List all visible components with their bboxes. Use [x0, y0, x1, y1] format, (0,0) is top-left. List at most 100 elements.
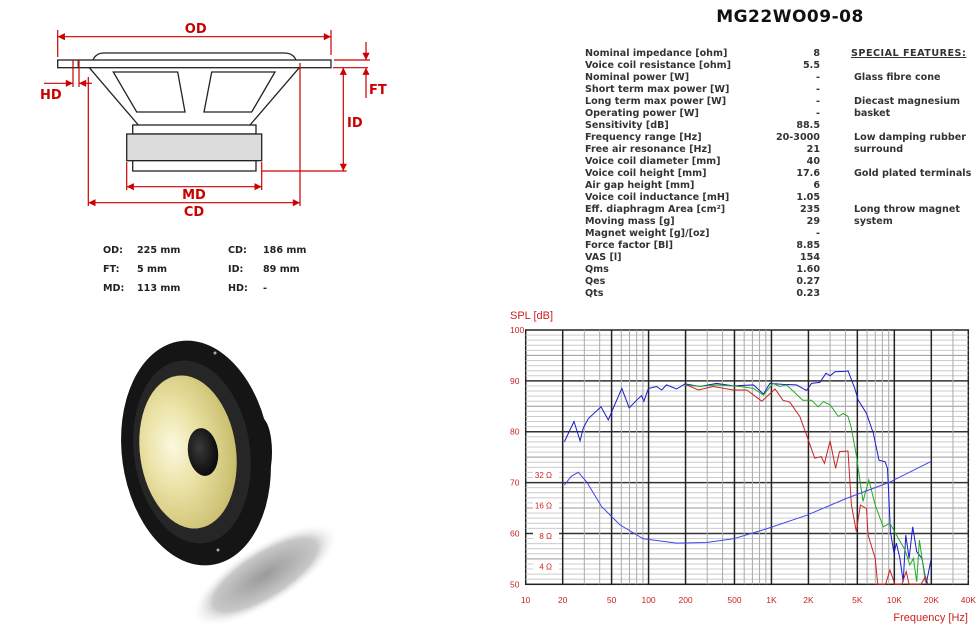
spec-value: 8.85 — [796, 240, 820, 251]
spec-label: Air gap height [mm] — [585, 180, 695, 191]
spec-label: Qes — [585, 276, 606, 287]
spec-value: 17.6 — [796, 168, 820, 179]
impedance-label-bg — [533, 561, 559, 572]
x-tick-label: 100 — [641, 595, 655, 605]
spec-label: Voice coil inductance [mH] — [585, 192, 730, 203]
x-tick-label: 5K — [852, 595, 863, 605]
spec-value: 0.23 — [796, 288, 820, 299]
series-line-spl-0- — [563, 370, 932, 584]
spec-row: Voice coil resistance [ohm] 5.5 — [585, 60, 820, 72]
feature-item: Glass fibre cone — [854, 72, 941, 83]
x-tick-label: 40K — [961, 595, 976, 605]
impedance-label-bg — [533, 469, 559, 480]
spec-value: - — [816, 108, 820, 119]
impedance-label-bg — [533, 500, 559, 511]
spec-row: Voice coil inductance [mH] 1.05 — [585, 192, 820, 204]
spec-label: Magnet weight [g]/[oz] — [585, 228, 710, 239]
dim-value: 113 mm — [137, 283, 181, 294]
x-tick-label: 500 — [727, 595, 741, 605]
spec-label: Voice coil resistance [ohm] — [585, 60, 732, 71]
spec-label: VAS [l] — [585, 252, 622, 263]
spec-label: Voice coil height [mm] — [585, 168, 707, 179]
dimension-drawing: OD CD MD ID FT HD — [40, 22, 387, 220]
spec-row: Sensitivity [dB] 88.5 — [585, 120, 820, 132]
dim-label: CD: — [228, 245, 247, 256]
impedance-tick-label: 16 Ω — [535, 501, 552, 510]
shadow — [191, 523, 339, 627]
dim-value: 5 mm — [137, 264, 168, 275]
y-tick-label: 70 — [510, 478, 520, 488]
x-tick-label: 200 — [678, 595, 692, 605]
spec-label: Free air resonance [Hz] — [585, 144, 712, 155]
spec-value: - — [816, 84, 820, 95]
dust-cap — [187, 428, 219, 476]
spec-label: Long term max power [W] — [585, 96, 727, 107]
x-tick-label: 20 — [558, 595, 568, 605]
spec-label: Eff. diaphragm Area [cm²] — [585, 204, 726, 215]
spec-row: Eff. diaphragm Area [cm²]235 — [585, 204, 820, 216]
spec-label: Sensitivity [dB] — [585, 120, 669, 131]
spec-value: 154 — [799, 252, 820, 263]
spec-value: 88.5 — [796, 120, 820, 131]
spec-row: Nominal impedance [ohm] 8 — [585, 48, 820, 60]
spec-row: Voice coil height [mm] 17.6 — [585, 168, 820, 180]
impedance-tick-label: 4 Ω — [539, 562, 552, 571]
spec-row: Magnet weight [g]/[oz]- — [585, 228, 820, 240]
spec-value: 1.60 — [796, 264, 820, 275]
spec-value: 8 — [813, 48, 820, 59]
od-label: OD — [185, 22, 207, 37]
feature-item: Long throw magnet system — [854, 204, 960, 227]
spec-label: Force factor [Bl] — [585, 240, 673, 251]
dim-label: MD: — [103, 283, 125, 294]
spec-label: Operating power [W] — [585, 108, 699, 119]
spec-value: 40 — [806, 156, 820, 167]
spec-row: Short term max power [W] - — [585, 84, 820, 96]
x-tick-label: 10K — [887, 595, 902, 605]
speaker-cross-section — [57, 52, 332, 172]
x-tick-label: 10 — [521, 595, 531, 605]
dim-label: OD: — [103, 245, 123, 256]
y-tick-label: 90 — [510, 376, 520, 386]
impedance-tick-label: 8 Ω — [539, 532, 552, 541]
model-title: MG22WO09-08 — [716, 7, 864, 27]
spec-row: Qts 0.23 — [585, 288, 820, 300]
spec-label: Nominal impedance [ohm] — [585, 48, 728, 59]
y-tick-label: 50 — [510, 579, 520, 589]
spec-value: 1.05 — [796, 192, 820, 203]
spec-value: 5.5 — [803, 60, 820, 71]
dimension-lines — [44, 30, 370, 207]
y-tick-label: 100 — [510, 325, 524, 335]
spec-row: VAS [l] 154 — [585, 252, 820, 264]
spec-label: Qts — [585, 288, 604, 299]
spec-value: 20-3000 — [775, 132, 820, 143]
dim-value: 186 mm — [263, 245, 307, 256]
series-line-impedance — [563, 460, 932, 544]
x-tick-label: 50 — [607, 595, 617, 605]
id-label: ID — [347, 116, 363, 131]
spec-value: 29 — [806, 216, 820, 227]
spec-row: Free air resonance [Hz] 21 — [585, 144, 820, 156]
feature-item: Diecast magnesium basket — [854, 96, 961, 119]
x-tick-label: 2K — [803, 595, 814, 605]
spec-value: 21 — [806, 144, 820, 155]
x-tick-label: 1K — [766, 595, 777, 605]
spec-label: Moving mass [g] — [585, 216, 675, 227]
spec-row: Long term max power [W]- — [585, 96, 820, 108]
spec-label: Short term max power [W] — [585, 84, 730, 95]
dim-label: ID: — [228, 264, 244, 275]
spec-label: Voice coil diameter [mm] — [585, 156, 721, 167]
series-line-spl-60- — [686, 384, 929, 585]
spec-row: Voice coil diameter [mm] 40 — [585, 156, 820, 168]
dim-value: - — [263, 283, 267, 294]
y-tick-label: 60 — [510, 528, 520, 538]
dim-label: FT: — [103, 264, 120, 275]
speaker-photo — [121, 340, 339, 627]
features-heading: SPECIAL FEATURES: — [851, 48, 967, 59]
x-tick-label: 20K — [924, 595, 939, 605]
x-axis-title: Frequency [Hz] — [893, 612, 968, 624]
md-label: MD — [182, 188, 206, 203]
dim-value: 89 mm — [263, 264, 300, 275]
spec-value: - — [816, 72, 820, 83]
